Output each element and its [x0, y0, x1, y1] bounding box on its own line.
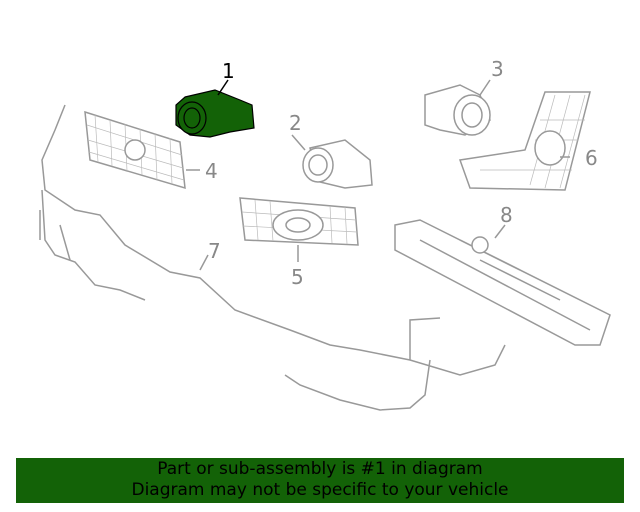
wiring-harness[interactable]: [39, 104, 506, 411]
callout-6: 6: [585, 146, 598, 170]
callout-5: 5: [291, 265, 304, 289]
bracket-4[interactable]: [84, 110, 186, 190]
parking-sensor-2[interactable]: [302, 139, 373, 189]
callout-2: 2: [289, 111, 302, 135]
bracket-6[interactable]: [458, 91, 591, 191]
callout-8: 8: [500, 203, 513, 227]
banner-line-2: Diagram may not be specific to your vehi…: [131, 480, 509, 500]
callout-1: 1: [222, 59, 235, 83]
diagram-notice-banner: Part or sub-assembly is #1 in diagram Di…: [16, 458, 624, 503]
bracket-5[interactable]: [239, 197, 359, 246]
callout-3: 3: [491, 57, 504, 81]
parking-sensor-1[interactable]: [175, 89, 255, 138]
callout-4: 4: [205, 159, 218, 183]
bracket-8[interactable]: [394, 219, 611, 346]
callout-7: 7: [208, 239, 221, 263]
banner-line-1: Part or sub-assembly is #1 in diagram: [157, 459, 483, 479]
parking-sensor-3[interactable]: [424, 84, 491, 136]
